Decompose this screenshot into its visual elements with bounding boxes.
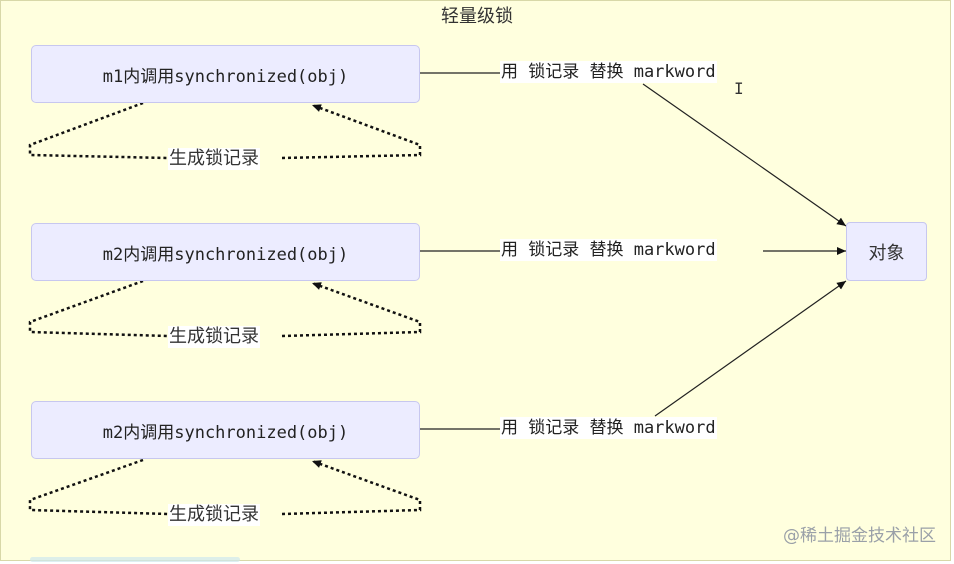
text-cursor-icon: I	[734, 79, 744, 98]
edge-m1-to-object	[420, 72, 846, 226]
method-node-m2-second: m2内调用synchronized(obj)	[31, 401, 420, 459]
decorative-smudge	[30, 557, 240, 562]
loop-label-2: 生成锁记录	[168, 326, 260, 348]
object-node: 对象	[846, 222, 927, 281]
edge-label-m2: 用 锁记录 替换 markword	[500, 239, 717, 261]
watermark: @稀土掘金技术社区	[783, 526, 936, 546]
method-node-m2: m2内调用synchronized(obj)	[31, 223, 420, 281]
self-loop-2	[28, 281, 422, 338]
loop-label-3: 生成锁记录	[168, 504, 260, 526]
cluster-title: 轻量级锁	[441, 6, 513, 27]
self-loop-1	[28, 103, 422, 160]
edge-label-m1: 用 锁记录 替换 markword	[500, 61, 717, 83]
method-node-m1: m1内调用synchronized(obj)	[31, 45, 420, 103]
self-loop-3	[28, 460, 422, 516]
loop-label-1: 生成锁记录	[168, 148, 260, 170]
edge-m2b-to-object	[420, 281, 846, 430]
edge-label-m2-second: 用 锁记录 替换 markword	[500, 417, 717, 439]
